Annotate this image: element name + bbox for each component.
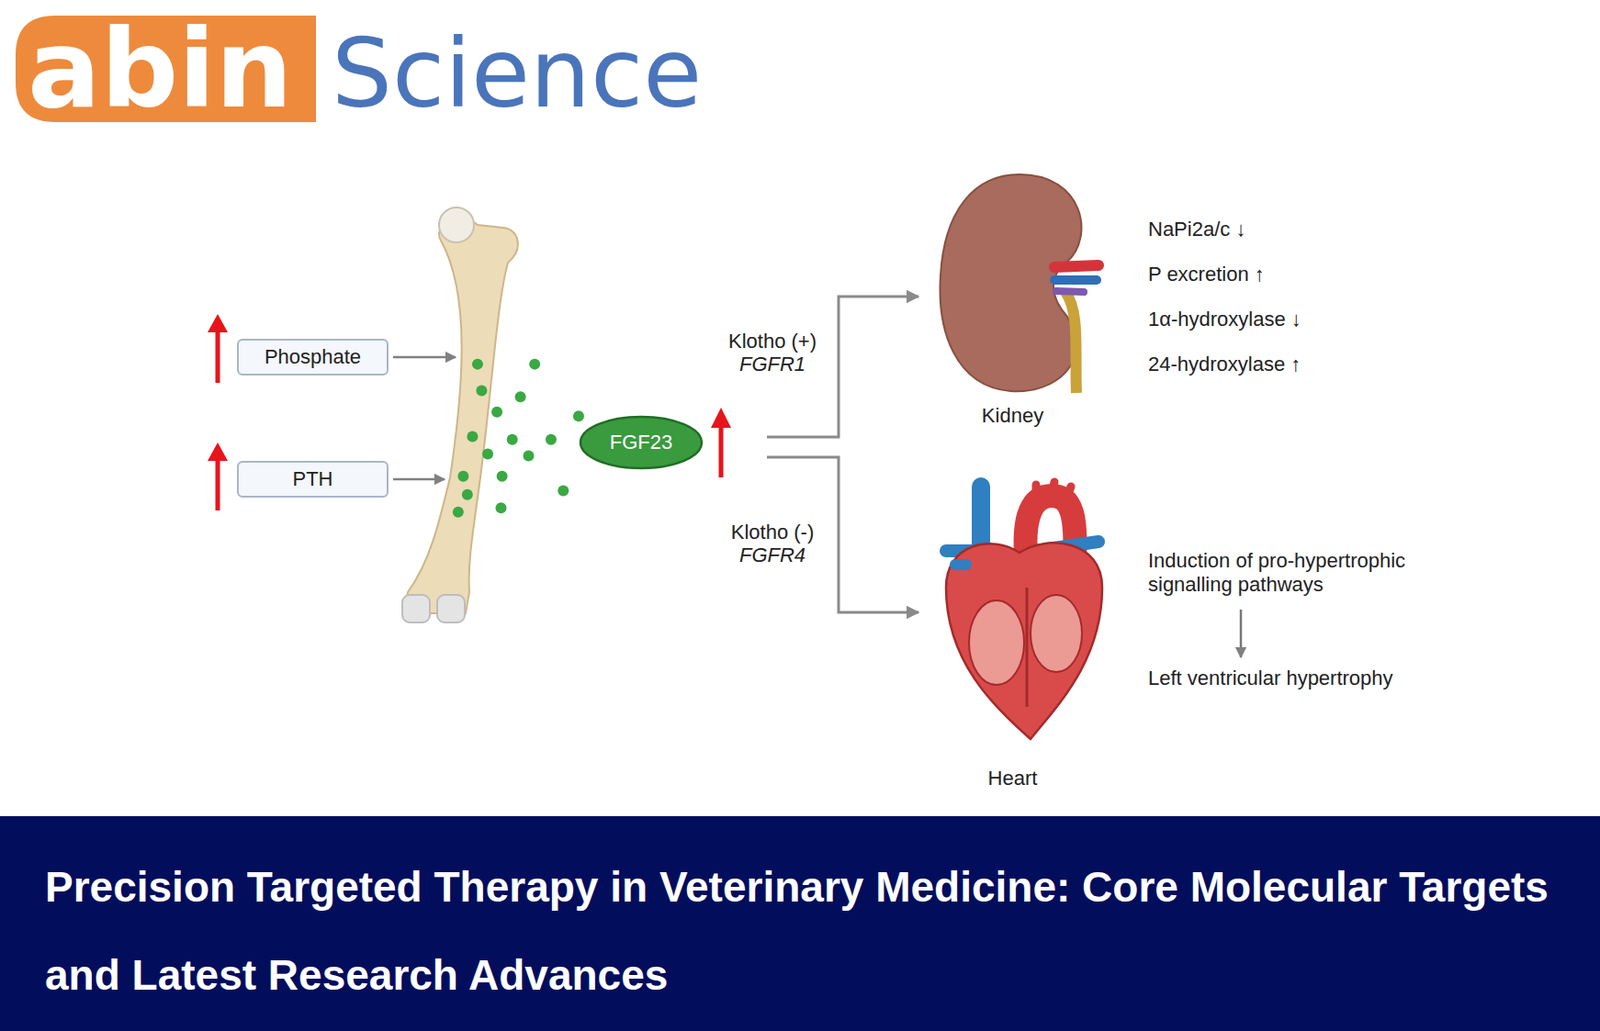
fgf23-dot bbox=[472, 359, 484, 371]
fgf23-dot bbox=[529, 359, 541, 371]
receptor-label: Klotho (+) bbox=[708, 329, 837, 354]
ellipse-text-area: FGF23 bbox=[578, 404, 704, 482]
organ-kidney: Kidney bbox=[918, 171, 1107, 432]
bone-illustration bbox=[402, 207, 519, 623]
fgf23-dot bbox=[475, 385, 487, 397]
fgf23-dot bbox=[515, 391, 527, 403]
node-text: PTH bbox=[292, 467, 334, 492]
hormone-ellipse: FGF23 bbox=[578, 404, 767, 482]
fgf23-dot bbox=[495, 502, 508, 514]
effect-label: NaPi2a/c ↓ bbox=[1148, 217, 1246, 242]
heart-illustration bbox=[946, 482, 1103, 740]
fgf23-dot bbox=[466, 431, 478, 443]
fgf23-dot bbox=[545, 434, 557, 446]
fgf23-dot bbox=[457, 471, 469, 483]
node-text: Phosphate bbox=[264, 345, 361, 370]
increase-arrowhead bbox=[710, 407, 732, 429]
fgf23-dot bbox=[522, 450, 534, 462]
brand-name: Science bbox=[331, 16, 702, 131]
fgf23-dot bbox=[557, 484, 569, 496]
node-text: FGF23 bbox=[609, 430, 673, 455]
input-arrow bbox=[393, 478, 445, 482]
input-box: PTH bbox=[236, 461, 389, 498]
effect-label: Left ventricular hypertrophy bbox=[1148, 666, 1394, 691]
fgf23-dots bbox=[452, 359, 585, 519]
page-title: Precision Targeted Therapy in Veterinary… bbox=[45, 843, 1552, 1020]
effect-label: 24-hydroxylase ↑ bbox=[1148, 352, 1301, 377]
fgf23-dot bbox=[507, 434, 519, 446]
consequence-arrow bbox=[1239, 609, 1243, 658]
increase-arrow bbox=[207, 314, 228, 511]
logo-text: abin bbox=[27, 15, 293, 123]
fgf23-dot bbox=[452, 507, 464, 519]
input-box: Phosphate bbox=[236, 338, 389, 376]
kidney-illustration bbox=[940, 174, 1099, 394]
fgf23-dot bbox=[496, 471, 508, 483]
receptor-label: FGFR4 bbox=[708, 543, 837, 568]
fgf23-dot bbox=[491, 406, 503, 418]
node-text: Heart bbox=[988, 766, 1038, 795]
fgf23-dot bbox=[573, 410, 585, 422]
receptor-label: FGFR1 bbox=[708, 352, 837, 377]
node-text: Kidney bbox=[981, 404, 1044, 432]
hormone-ellipse-shape bbox=[580, 416, 702, 469]
receptor-label: Klotho (-) bbox=[708, 520, 837, 545]
fgf23-dot bbox=[461, 489, 474, 501]
increase-arrow bbox=[719, 426, 724, 478]
fgf23-dot bbox=[482, 448, 494, 460]
input-arrow bbox=[393, 356, 456, 360]
hormone-shape bbox=[578, 404, 767, 482]
organ-heart: Heart bbox=[918, 482, 1107, 795]
effect-label: 1α-hydroxylase ↓ bbox=[1148, 307, 1302, 332]
logo-box bbox=[15, 15, 316, 123]
effect-label: P excretion ↑ bbox=[1148, 262, 1265, 287]
effect-label: Induction of pro-hypertrophic signalling… bbox=[1148, 549, 1470, 598]
title-band bbox=[0, 816, 1600, 1031]
